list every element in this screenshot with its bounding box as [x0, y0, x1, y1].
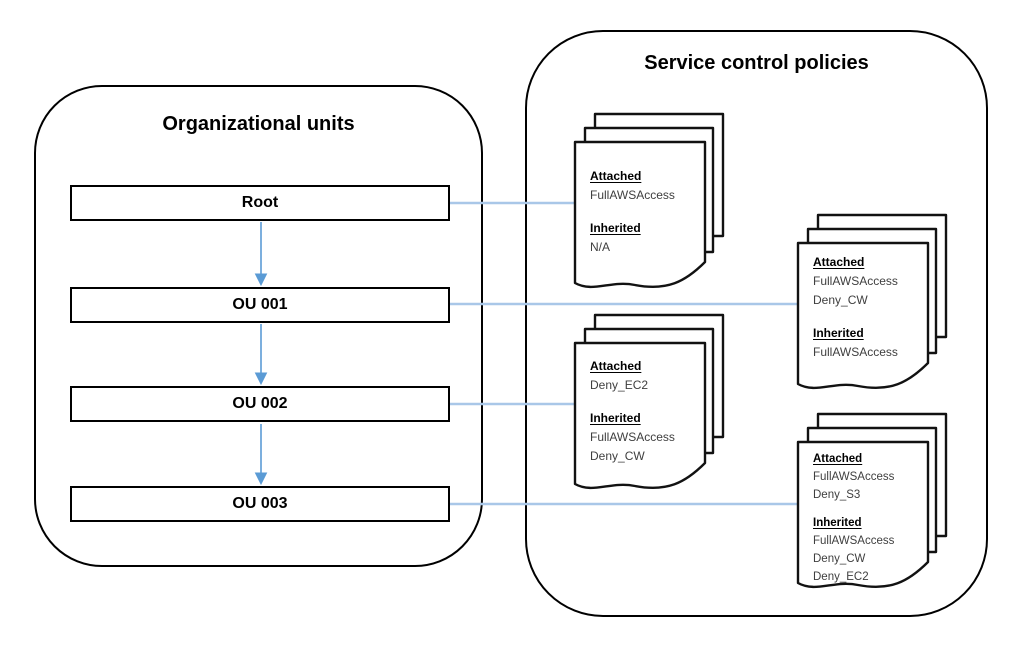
ou-box-ou003: OU 003 [70, 486, 450, 522]
policy-name: Deny_EC2 [813, 571, 869, 583]
document-stack-icon [796, 412, 948, 589]
ou-box-ou001-label: OU 001 [232, 296, 288, 313]
organizational-units-title: Organizational units [162, 113, 355, 135]
ou-box-root: Root [70, 185, 450, 221]
ou-box-ou002-label: OU 002 [232, 395, 288, 412]
policy-name: FullAWSAccess [590, 188, 675, 202]
policy-name: Deny_S3 [813, 489, 861, 501]
ou-box-root-label: Root [241, 194, 279, 211]
attached-heading: Attached [813, 255, 865, 269]
policy-name: Deny_CW [813, 553, 866, 565]
attached-heading: Attached [813, 453, 863, 465]
ou-box-ou002: OU 002 [70, 386, 450, 422]
policy-name: FullAWSAccess [813, 345, 898, 359]
policy-name: FullAWSAccess [590, 430, 675, 444]
policy-name: FullAWSAccess [813, 471, 895, 483]
inherited-heading: Inherited [590, 411, 641, 425]
ou-box-ou003-label: OU 003 [232, 495, 288, 512]
policy-name: Deny_CW [590, 449, 645, 463]
policy-name: Deny_EC2 [590, 378, 649, 392]
policy-name: FullAWSAccess [813, 535, 895, 547]
policy-name: Deny_CW [813, 293, 868, 307]
document-stack-icon [573, 112, 725, 289]
ou-box-ou001: OU 001 [70, 287, 450, 323]
policy-name: FullAWSAccess [813, 274, 898, 288]
policy-name: N/A [590, 240, 611, 254]
attached-heading: Attached [590, 169, 642, 183]
policy-doc-ou002: Attached Deny_EC2 Inherited FullAWSAcces… [573, 313, 727, 497]
attached-heading: Attached [590, 359, 642, 373]
document-stack-icon [573, 313, 725, 490]
policy-doc-ou001: Attached FullAWSAccess Deny_CW Inherited… [796, 213, 950, 397]
inherited-heading: Inherited [590, 221, 641, 235]
policy-doc-ou003: Attached FullAWSAccess Deny_S3 Inherited… [796, 412, 950, 596]
inherited-heading: Inherited [813, 326, 864, 340]
document-stack-icon [796, 213, 948, 390]
inherited-heading: Inherited [813, 517, 862, 529]
policy-doc-root: Attached FullAWSAccess Inherited N/A [573, 112, 727, 296]
service-control-policies-title: Service control policies [644, 52, 869, 74]
